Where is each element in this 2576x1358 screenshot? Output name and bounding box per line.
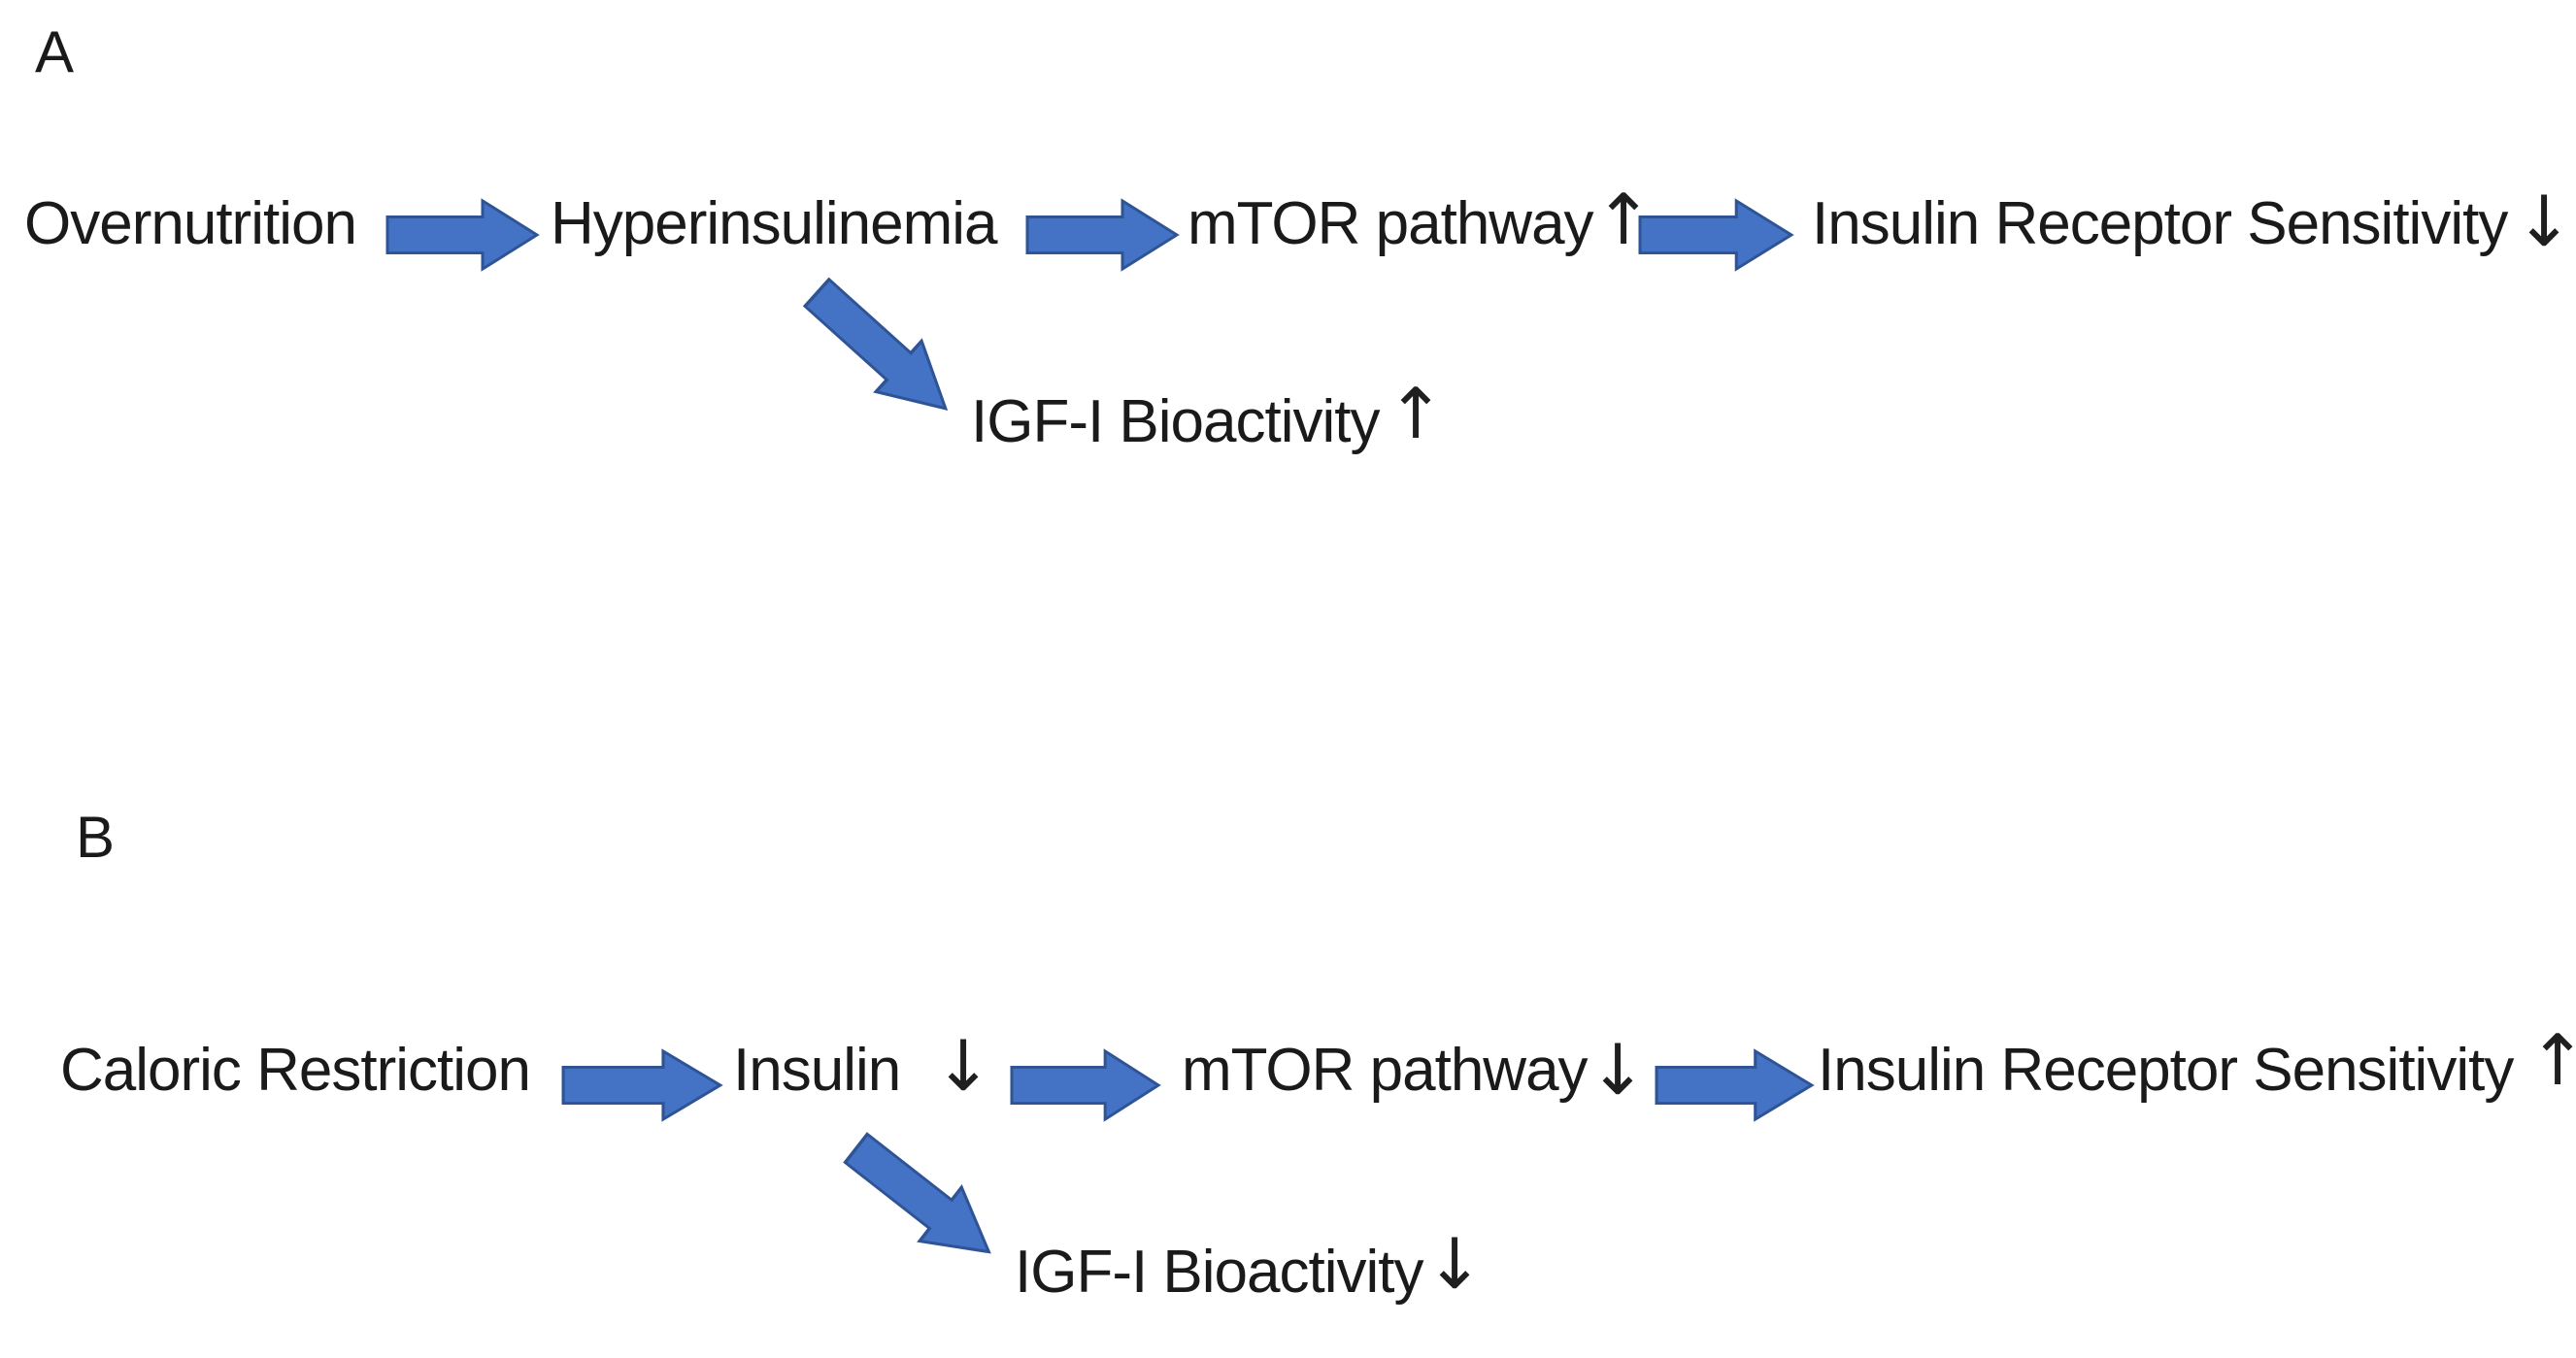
node-igf-bioactivity: IGF-I Bioactivity <box>1015 1239 1424 1306</box>
flow-arrow-icon <box>1025 197 1181 273</box>
node-hyperinsulinemia: Hyperinsulinemia <box>551 190 998 257</box>
node-insulin-receptor-sensitivity: Insulin Receptor Sensitivity <box>1818 1037 2514 1104</box>
flow-arrow-icon <box>561 1047 724 1123</box>
panel-b-label: B <box>76 805 116 870</box>
node-insulin: Insulin <box>733 1037 901 1104</box>
down-arrow-icon: ↓ <box>2515 181 2574 262</box>
flow-arrow-icon <box>1638 197 1795 273</box>
node-igf-bioactivity: IGF-I Bioactivity <box>971 388 1381 455</box>
down-arrow-icon: ↓ <box>1589 1029 1648 1110</box>
flow-arrow-diagonal-icon <box>790 263 975 440</box>
down-arrow-icon: ↓ <box>934 1025 993 1107</box>
flow-arrow-icon <box>385 197 541 273</box>
up-arrow-icon: ↑ <box>2528 1019 2576 1101</box>
node-mtor-pathway: mTOR pathway <box>1188 190 1594 257</box>
node-mtor-pathway: mTOR pathway <box>1182 1037 1589 1104</box>
up-arrow-icon: ↑ <box>1387 373 1446 454</box>
flow-arrow-icon <box>1010 1047 1162 1123</box>
flow-arrow-icon <box>1655 1047 1816 1123</box>
node-caloric-restriction: Caloric Restriction <box>60 1037 531 1104</box>
panel-a-label: A <box>35 19 75 84</box>
down-arrow-icon: ↓ <box>1425 1223 1485 1305</box>
flow-arrow-diagonal-icon <box>831 1117 1016 1284</box>
node-insulin-receptor-sensitivity: Insulin Receptor Sensitivity <box>1812 190 2508 257</box>
node-overnutrition: Overnutrition <box>24 190 357 257</box>
